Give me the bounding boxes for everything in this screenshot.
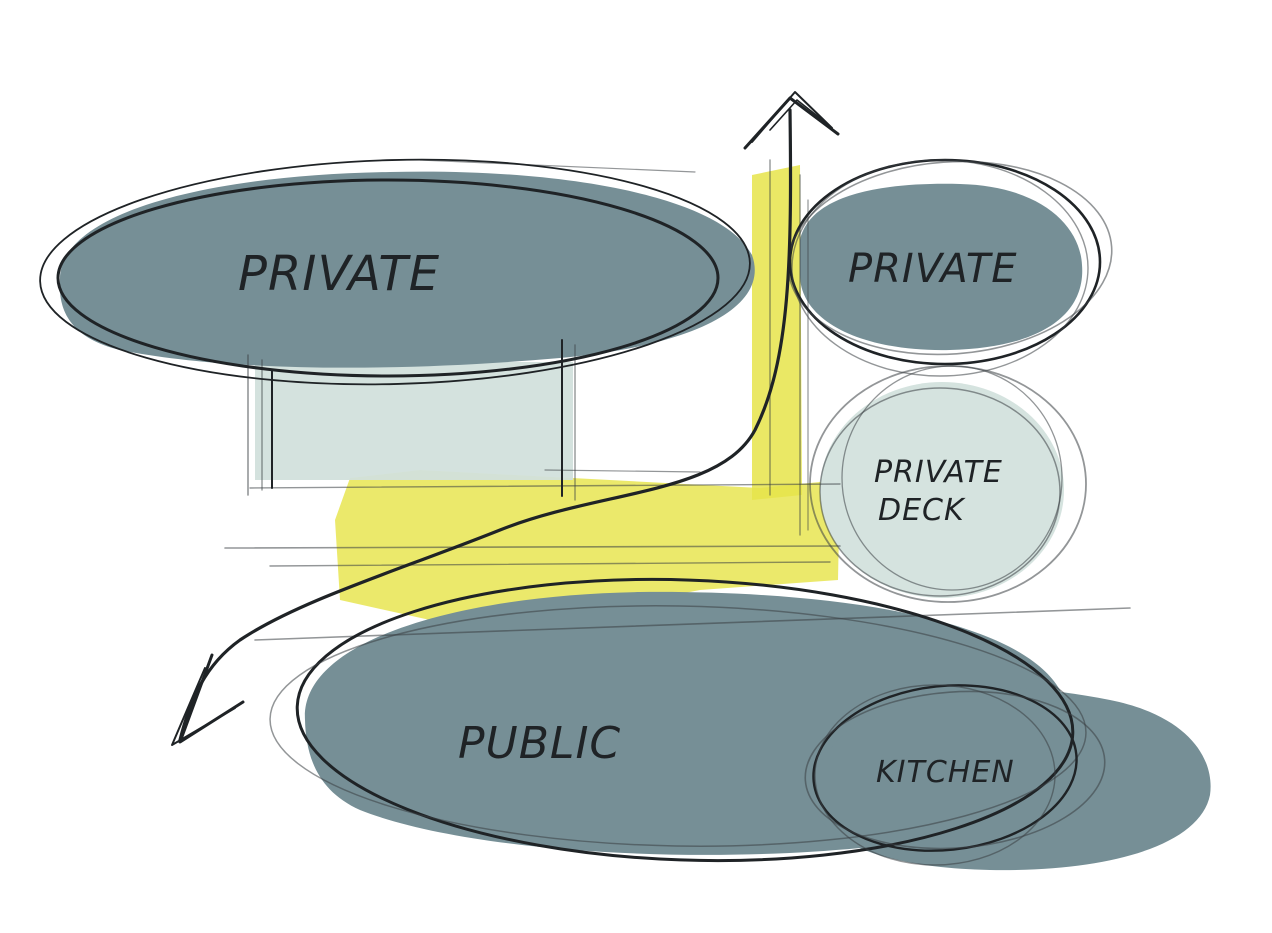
private-right-outline: [791, 159, 1089, 377]
private-main-label: PRIVATE: [238, 246, 440, 302]
arrowhead-down-left-icon: [171, 653, 245, 746]
private-right-label: PRIVATE: [848, 246, 1018, 292]
private-deck-label-line2: DECK: [878, 493, 966, 528]
zone-labels: PRIVATE PRIVATE PRIVATE DECK PUBLIC KITC…: [238, 246, 1018, 790]
public-outline: [295, 577, 1075, 863]
guide-line: [269, 561, 831, 567]
circulation-highlight-vertical: [752, 165, 802, 500]
guide-line: [419, 159, 696, 173]
guide-line: [544, 469, 701, 473]
guide-line: [254, 607, 1131, 641]
connector-block: [255, 362, 573, 480]
kitchen-outline: [804, 690, 1106, 850]
private-main-outline: [56, 178, 720, 378]
arrowhead-up-icon: [743, 91, 840, 150]
private-deck-fill: [820, 382, 1064, 598]
private-main-fill: [59, 171, 755, 368]
guide-line: [224, 545, 841, 549]
kitchen-outline: [812, 684, 1078, 852]
private-deck-label-line1: PRIVATE: [874, 455, 1003, 490]
kitchen-outline: [814, 684, 1056, 866]
public-outline: [269, 605, 1087, 847]
circulation-arrow: [171, 91, 840, 746]
guide-line: [249, 483, 841, 489]
private-deck-outline: [819, 387, 1061, 597]
kitchen-label: KITCHEN: [876, 755, 1015, 790]
private-deck-outline: [841, 365, 1063, 591]
circulation-path: [178, 108, 793, 742]
bubble-outlines: [39, 158, 1113, 866]
private-main-outline: [39, 158, 751, 386]
private-right-fill: [800, 183, 1083, 351]
kitchen-fill: [811, 686, 1211, 871]
public-label: PUBLIC: [458, 718, 621, 769]
zone-fills: [59, 171, 1211, 871]
guide-lines: [224, 159, 1131, 641]
